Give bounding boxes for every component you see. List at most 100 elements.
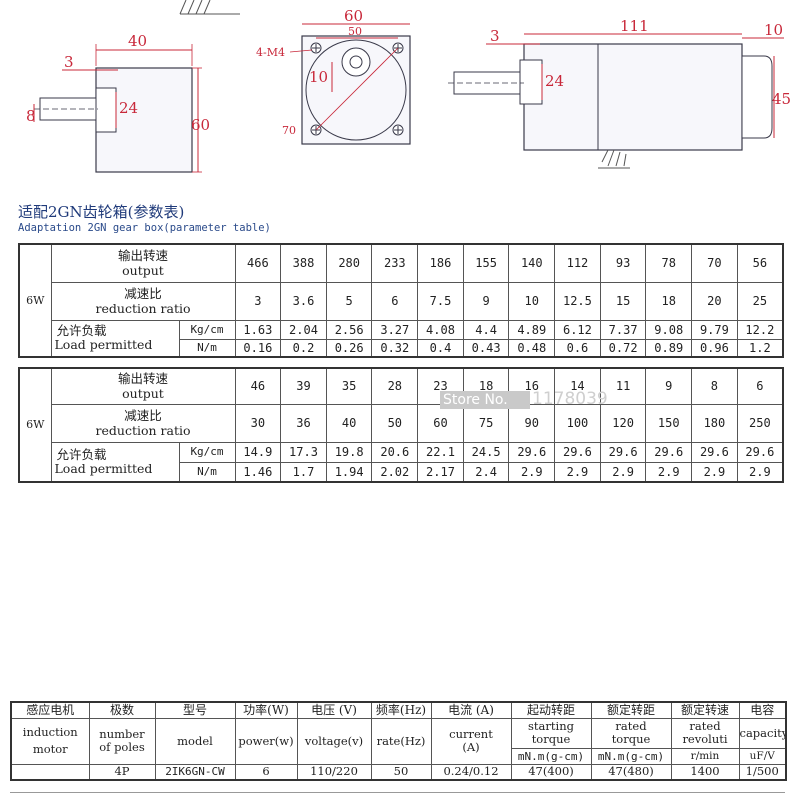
load-kg-cell: 2.56: [325, 319, 373, 340]
ratio-cell: 180: [691, 403, 738, 443]
load-kg-cell: 22.1: [417, 441, 464, 463]
output-cell: 233: [371, 243, 419, 283]
sub-motor-line2: motor: [32, 742, 68, 756]
output-cell: 9: [645, 367, 693, 405]
load-nm-cell: 1.94: [325, 461, 373, 483]
load-label-cn: 允许负载: [56, 446, 107, 462]
ratio-label-cn: 减速比: [124, 286, 162, 301]
header-motor: 感应电机: [10, 701, 90, 719]
load-kg-cell: 24.5: [462, 441, 510, 463]
motor-header-row: 感应电机 极数 型号 功率(W) 电压 (V) 频率(Hz) 电流 (A) 起动…: [10, 701, 787, 719]
output-cell: 6: [736, 367, 784, 405]
output-cell: 14: [554, 367, 601, 405]
footer-rule: [10, 792, 785, 793]
load-label-cn: 允许负载: [56, 323, 107, 339]
ratio-cell: 120: [599, 403, 647, 443]
sub-voltage: voltage(v): [296, 717, 372, 765]
store-watermark-number: 1178039: [532, 389, 608, 409]
header-model: 型号: [154, 701, 236, 719]
load-kg-cell: 3.27: [371, 319, 419, 340]
side-view-drawing: 3 111 24 10 45: [448, 17, 791, 169]
motor-cell-starting: 47(400): [510, 763, 592, 781]
ratio-label-en: reduction ratio: [95, 423, 191, 438]
load-kg-cell: 29.6: [508, 441, 556, 463]
sub-rated-rev-line1: rated: [689, 719, 721, 733]
load-nm-cell: 0.89: [645, 338, 693, 358]
ratio-cell: 25: [736, 281, 784, 321]
ratio-label: 减速比 reduction ratio: [50, 403, 236, 443]
load-nm-cell: 0.6: [554, 338, 601, 358]
dim-front-center: 10: [309, 68, 328, 86]
output-label-cn: 输出转速: [118, 248, 169, 264]
store-watermark: Store No.: [440, 391, 530, 409]
load-nm-cell: 2.02: [371, 461, 419, 483]
load-kg-cell: 12.2: [736, 319, 784, 340]
ratio-cell: 150: [645, 403, 693, 443]
load-nm-cell: 0.48: [508, 338, 556, 358]
motor-cell-current: 0.24/0.12: [430, 763, 512, 781]
ratio-cell: 20: [691, 281, 738, 321]
ratio-cell: 50: [371, 403, 419, 443]
ratio-cell: 12.5: [554, 281, 601, 321]
gear-parameter-table-1: 6W 输出转速 output 466 388 280 233 186 155 1…: [18, 243, 784, 358]
ratio-cell: 75: [462, 403, 510, 443]
load-nm-cell: 0.4: [417, 338, 464, 358]
sub-current-line2: (A): [462, 740, 480, 754]
unit-kg: Kg/cm: [178, 319, 236, 340]
output-cell: 11: [599, 367, 647, 405]
motor-dimension-drawings: 40 3 8 24 60 6: [0, 0, 800, 200]
dim-side-cap: 10: [764, 21, 783, 39]
load-nm-cell: 2.9: [508, 461, 556, 483]
load-nm-cell: 0.43: [462, 338, 510, 358]
dim-side-boss: 24: [545, 72, 564, 90]
dim-front-diag: 70: [282, 124, 296, 137]
sub-model: model: [154, 717, 236, 765]
sub-current: current (A): [430, 717, 512, 765]
load-nm-cell: 0.26: [325, 338, 373, 358]
sub-poles: number of poles: [88, 717, 156, 765]
output-cell: 35: [325, 367, 373, 405]
output-cell: 388: [280, 243, 327, 283]
header-current: 电流 (A): [430, 701, 512, 719]
dim-left-height: 60: [191, 116, 210, 134]
load-nm-cell: 0.72: [599, 338, 647, 358]
load-kg-cell: 9.79: [691, 319, 738, 340]
load-nm-cell: 0.2: [280, 338, 327, 358]
load-kg-cell: 4.08: [417, 319, 464, 340]
front-view-drawing: 60 50 4-M4 10 70: [256, 7, 411, 145]
unit-starting: mN.m(g-cm): [510, 747, 592, 765]
load-nm-cell: 2.9: [599, 461, 647, 483]
motor-cell-voltage: 110/220: [296, 763, 372, 781]
ratio-cell: 15: [599, 281, 647, 321]
load-kg-cell: 20.6: [371, 441, 419, 463]
sub-starting-line2: torque: [531, 732, 571, 746]
unit-rated-torque: mN.m(g-cm): [590, 747, 672, 765]
header-starting: 起动转距: [510, 701, 592, 719]
header-rated-rev: 额定转速: [670, 701, 740, 719]
sub-rated-torque-line2: torque: [611, 732, 651, 746]
load-kg-cell: 7.37: [599, 319, 647, 340]
ratio-cell: 7.5: [417, 281, 464, 321]
unit-capacity: uF/V: [738, 747, 787, 765]
load-kg-cell: 29.6: [736, 441, 784, 463]
load-nm-cell: 1.7: [280, 461, 327, 483]
ratio-cell: 40: [325, 403, 373, 443]
dim-front-holes: 4-M4: [256, 46, 285, 59]
gear-parameter-table-2: 6W 输出转速 output 46 39 35 28 23 18 16 14 1…: [18, 367, 784, 483]
hatch-mark-side: [598, 149, 630, 169]
output-label-en: output: [122, 386, 164, 402]
unit-nm: N/m: [178, 338, 236, 358]
load-nm-cell: 1.46: [234, 461, 282, 483]
unit-rev: r/min: [670, 747, 740, 765]
dim-left-boss: 24: [119, 99, 138, 117]
ratio-cell: 60: [417, 403, 464, 443]
load-kg-cell: 29.6: [691, 441, 738, 463]
output-label: 输出转速 output: [50, 367, 236, 405]
dim-front-outer: 60: [344, 7, 363, 25]
ratio-cell: 30: [234, 403, 282, 443]
load-nm-cell: 2.4: [462, 461, 510, 483]
dim-side-end: 45: [772, 90, 791, 108]
motor-cell-poles: 4P: [88, 763, 156, 781]
output-cell: 39: [280, 367, 327, 405]
motor-data-row: 4P 2IK6GN-CW 6 110/220 50 0.24/0.12 47(4…: [10, 763, 787, 781]
